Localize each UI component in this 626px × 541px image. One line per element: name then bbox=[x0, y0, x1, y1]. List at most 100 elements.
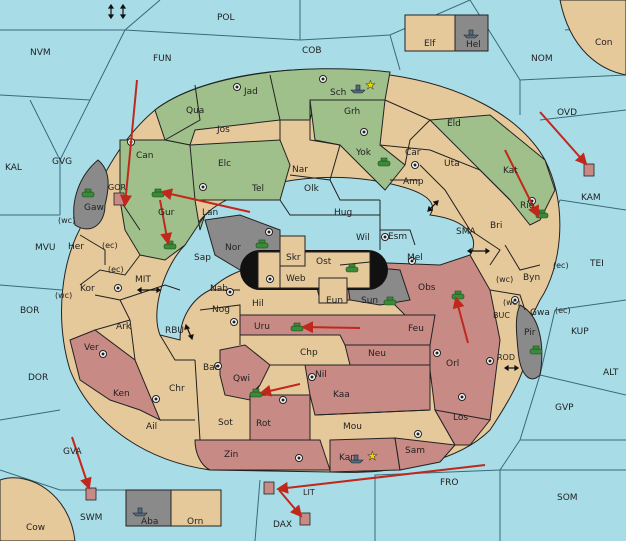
label-GVG: GVG bbox=[52, 157, 72, 167]
label-Lan: Lan bbox=[202, 208, 218, 218]
label-Kaa: Kaa bbox=[333, 390, 350, 400]
label-SWM: SWM bbox=[80, 513, 102, 523]
fleet-icon[interactable] bbox=[463, 29, 479, 39]
label-Yok: Yok bbox=[355, 148, 372, 158]
army-icon[interactable] bbox=[383, 296, 397, 306]
label-Can: Can bbox=[136, 151, 154, 161]
label-ec3: (ec) bbox=[555, 306, 571, 315]
label-FRO: FRO bbox=[440, 478, 459, 488]
label-ec1: (ec) bbox=[102, 241, 118, 250]
label-wc1: (wc) bbox=[58, 216, 75, 225]
label-Rie: Rie bbox=[520, 201, 535, 211]
region-los[interactable] bbox=[434, 409, 491, 446]
label-Los: Los bbox=[453, 413, 468, 423]
label-Neu: Neu bbox=[368, 349, 386, 359]
label-ALT: ALT bbox=[603, 368, 619, 378]
label-DAX: DAX bbox=[273, 520, 292, 530]
region-ken[interactable] bbox=[69, 329, 161, 422]
label-Ken: Ken bbox=[113, 389, 130, 399]
region-neu[interactable] bbox=[344, 344, 431, 366]
label-KAL: KAL bbox=[5, 163, 22, 173]
region-orn[interactable] bbox=[170, 489, 222, 527]
army-units bbox=[81, 157, 549, 398]
label-Sot: Sot bbox=[218, 418, 233, 428]
label-wc3: (wc) bbox=[503, 298, 520, 307]
army-icon[interactable] bbox=[529, 345, 543, 355]
fleet-icon[interactable] bbox=[132, 507, 148, 517]
marker-box[interactable] bbox=[85, 487, 97, 501]
label-KAM: KAM bbox=[581, 193, 601, 203]
label-Ark: Ark bbox=[116, 322, 132, 332]
label-wc1b: (wc) bbox=[55, 291, 72, 300]
label-Kar: Kar bbox=[339, 453, 354, 463]
army-icon[interactable] bbox=[377, 157, 391, 167]
label-Orn: Orn bbox=[187, 517, 203, 527]
label-ec2: (ec) bbox=[553, 261, 569, 270]
region-elc-tel[interactable] bbox=[189, 139, 291, 201]
label-RBU: RBU bbox=[165, 326, 184, 336]
label-Obs: Obs bbox=[418, 283, 436, 293]
label-Jos: Jos bbox=[216, 125, 230, 135]
fleet-icon[interactable] bbox=[348, 454, 364, 464]
label-Nog: Nog bbox=[212, 305, 230, 315]
army-icon[interactable] bbox=[345, 263, 359, 273]
label-TEI: TEI bbox=[589, 259, 604, 269]
marker-box[interactable] bbox=[113, 192, 125, 206]
region-zin[interactable] bbox=[194, 439, 331, 471]
region-north-green[interactable] bbox=[154, 68, 391, 146]
strait-arrows bbox=[107, 3, 520, 372]
label-Sap: Sap bbox=[194, 253, 211, 263]
label-Tel: Tel bbox=[251, 184, 264, 194]
label-COB: COB bbox=[302, 46, 322, 56]
marker-box[interactable] bbox=[299, 512, 311, 526]
region-skr[interactable] bbox=[279, 235, 306, 267]
region-hel[interactable] bbox=[454, 14, 489, 52]
region-elf[interactable] bbox=[404, 14, 456, 52]
label-Esm: Esm bbox=[388, 232, 407, 242]
label-Mou: Mou bbox=[343, 422, 362, 432]
label-Pir: Pir bbox=[524, 328, 536, 338]
marker-box[interactable] bbox=[263, 481, 275, 495]
label-Rot: Rot bbox=[256, 419, 271, 429]
fleet-icon[interactable] bbox=[350, 84, 366, 94]
star-icon: ★ bbox=[365, 78, 376, 92]
label-Uta: Uta bbox=[444, 159, 460, 169]
label-Eld: Eld bbox=[447, 119, 461, 129]
label-ec1b: (ec) bbox=[108, 265, 124, 274]
label-GOR: GOR bbox=[108, 183, 126, 192]
army-icon[interactable] bbox=[81, 188, 95, 198]
fleet-units bbox=[132, 29, 479, 517]
region-eun[interactable] bbox=[318, 277, 348, 304]
label-MVU: MVU bbox=[35, 243, 56, 253]
label-MIT: MIT bbox=[135, 275, 151, 285]
label-Chr: Chr bbox=[169, 384, 185, 394]
label-Bar: Bar bbox=[203, 363, 219, 373]
label-SOM: SOM bbox=[557, 493, 578, 503]
label-Ost: Ost bbox=[316, 257, 332, 267]
label-Amp: Amp bbox=[403, 177, 424, 187]
label-Aba: Aba bbox=[141, 517, 158, 527]
army-icon[interactable] bbox=[249, 388, 263, 398]
label-POL: POL bbox=[217, 13, 235, 23]
label-Sam: Sam bbox=[405, 446, 425, 456]
label-Nor: Nor bbox=[225, 243, 241, 253]
label-Skr: Skr bbox=[286, 253, 301, 263]
region-grh-yok[interactable] bbox=[309, 99, 406, 191]
label-Elf: Elf bbox=[424, 39, 436, 49]
label-ROD: ROD bbox=[497, 353, 515, 362]
label-Orl: Orl bbox=[446, 359, 459, 369]
army-icon[interactable] bbox=[255, 239, 269, 249]
label-Ail: Ail bbox=[146, 422, 157, 432]
label-OVD: OVD bbox=[557, 108, 577, 118]
label-Gur: Gur bbox=[158, 208, 175, 218]
label-Sun: Sun bbox=[361, 296, 378, 306]
label-DOR: DOR bbox=[28, 373, 48, 383]
label-Cow: Cow bbox=[26, 523, 45, 533]
army-icon[interactable] bbox=[535, 209, 549, 219]
marker-box[interactable] bbox=[583, 163, 595, 177]
label-Con: Con bbox=[595, 38, 613, 48]
region-pir[interactable] bbox=[515, 304, 543, 380]
region-sam[interactable] bbox=[394, 437, 457, 471]
label-BUC: BUC bbox=[493, 311, 510, 320]
label-Qua: Qua bbox=[186, 106, 204, 116]
